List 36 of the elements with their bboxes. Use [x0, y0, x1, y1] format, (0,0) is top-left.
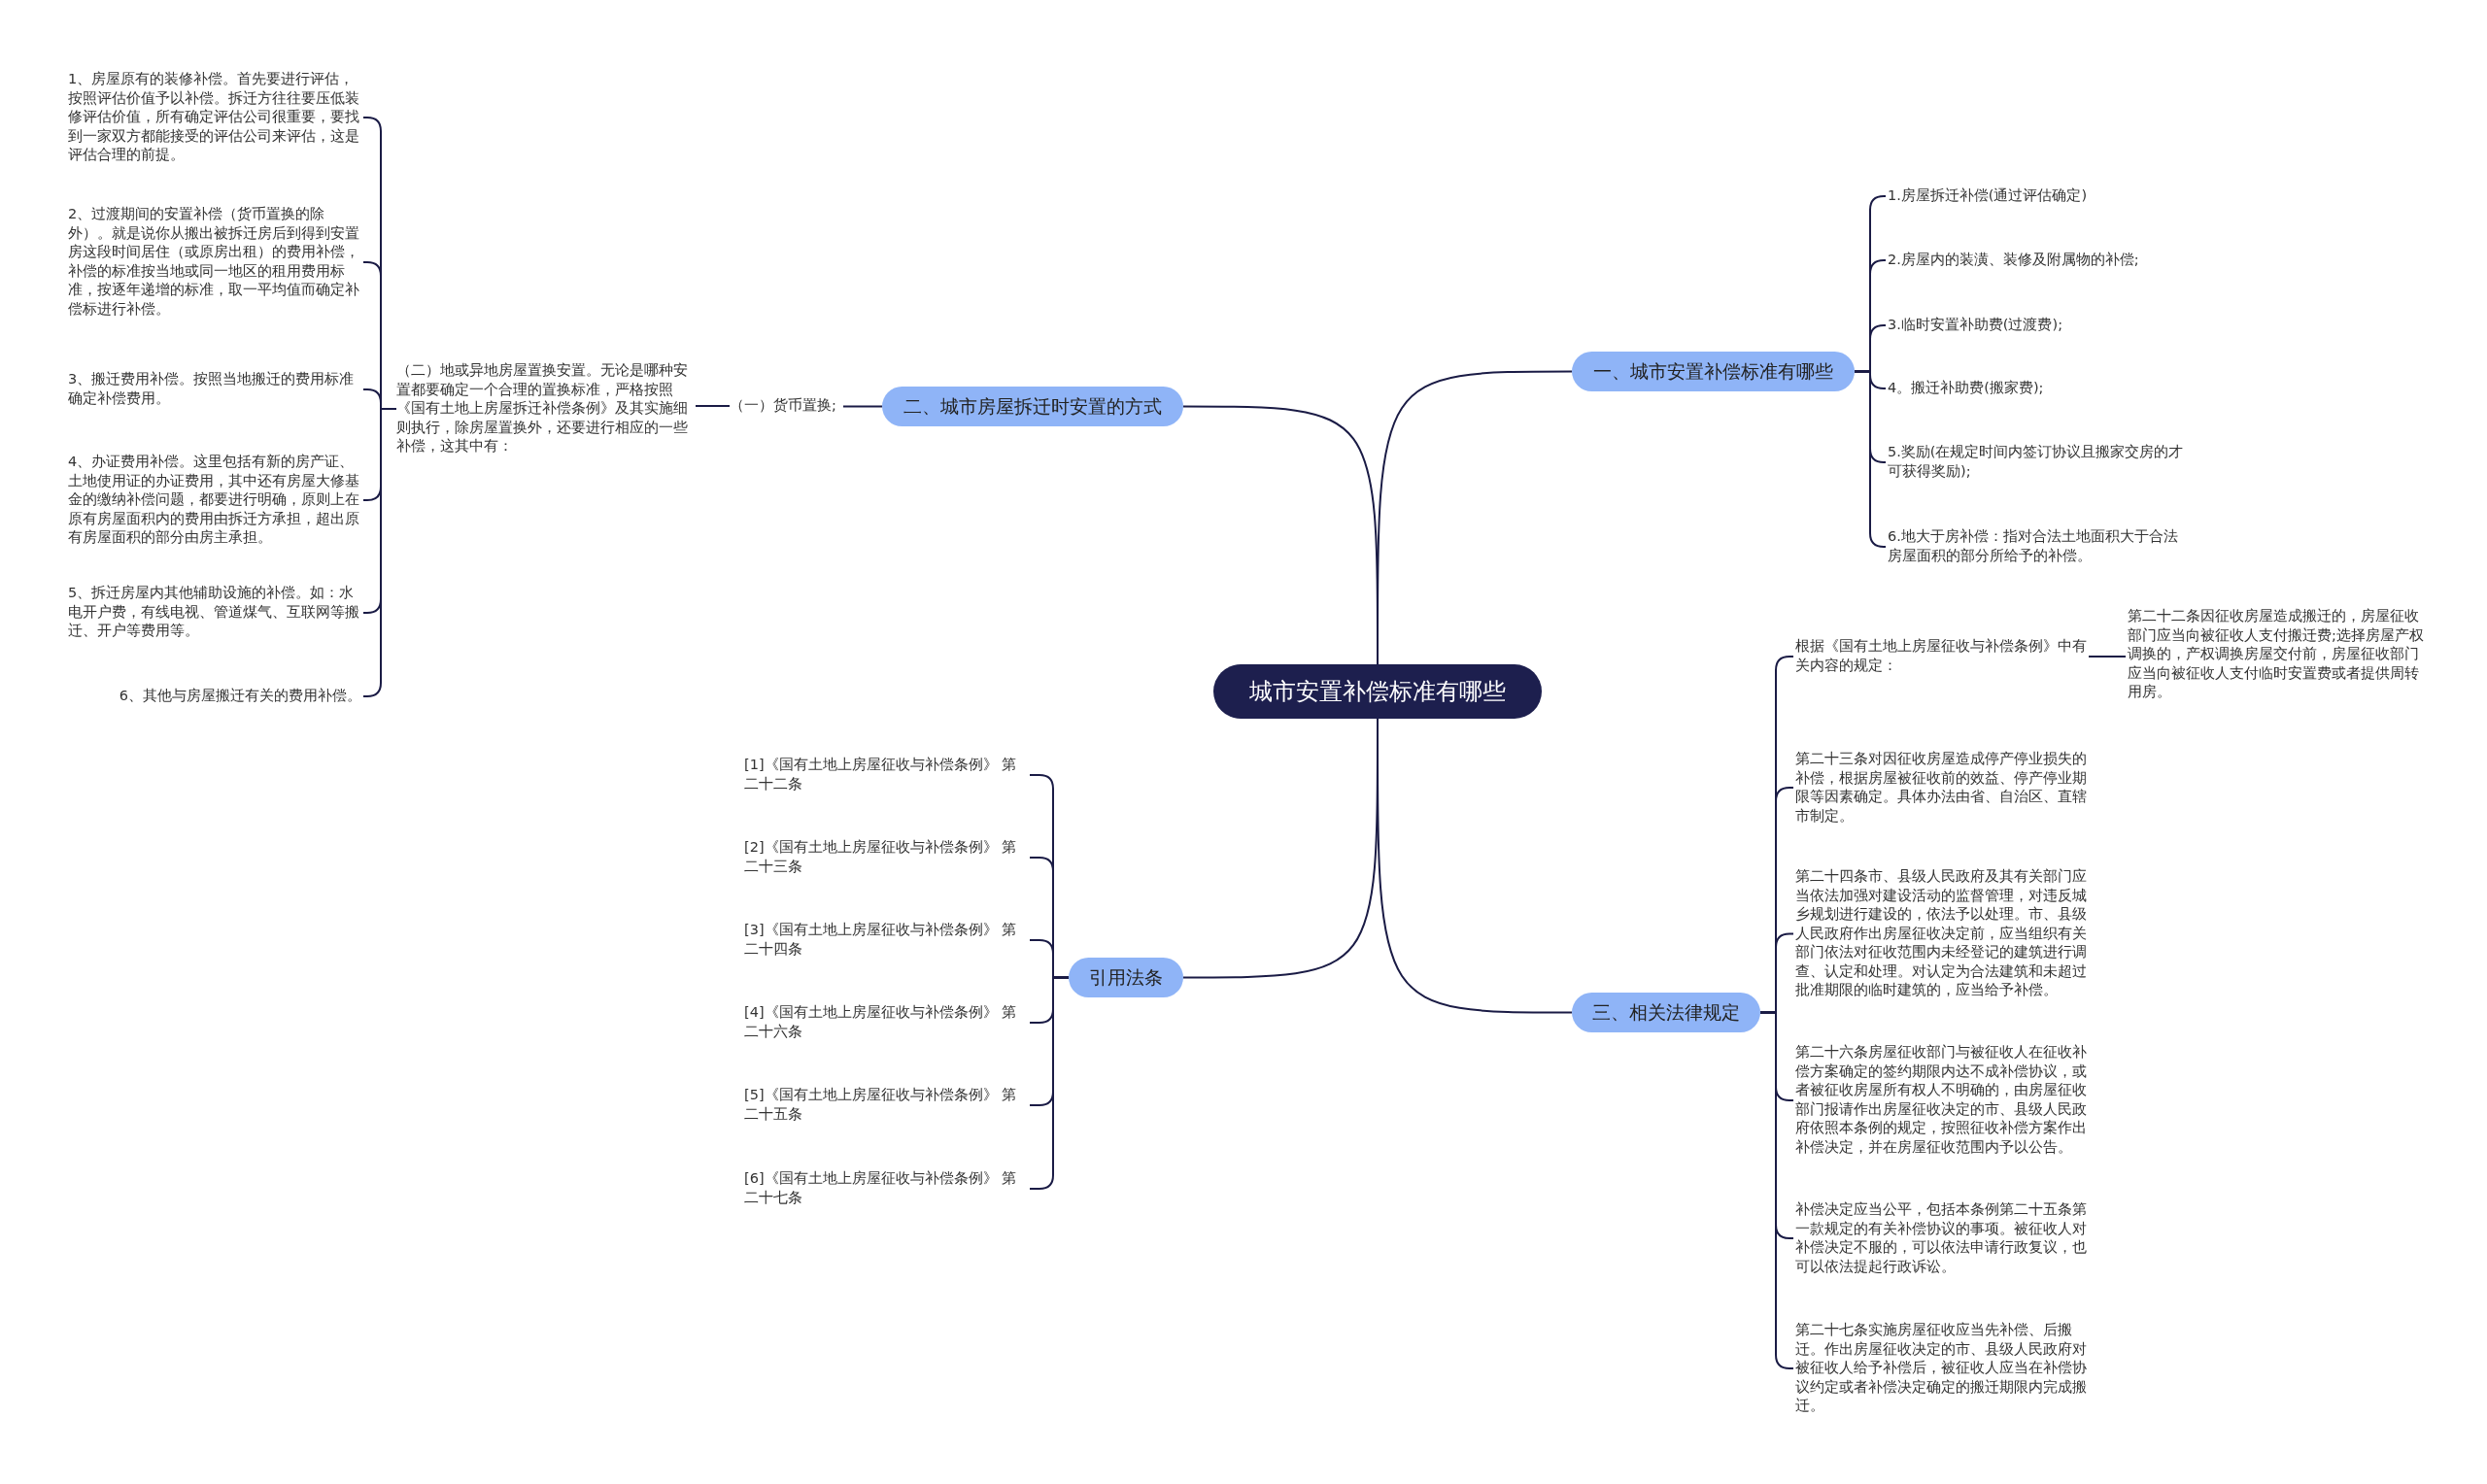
note-text: 第二十二条因征收房屋造成搬迁的，房屋征收部门应当向被征收人支付搬迁费;选择房屋产权调换的，产权调换房屋交付前，房屋征收部门应当向被征收人支付临时安置费或者提供周转用房。 — [2128, 607, 2425, 702]
note-text: 5、拆迁房屋内其他辅助设施的补偿。如：水电开户费，有线电视、管道煤气、互联网等搬迁、开户等费用等。 — [68, 584, 361, 642]
note-text: 4。搬迁补助费(搬家费); — [1888, 379, 2237, 398]
note-text: 5.奖励(在规定时间内签订协议且搬家交房的才可获得奖励); — [1888, 443, 2189, 482]
note-text: [1]《国有土地上房屋征收与补偿条例》 第二十二条 — [744, 756, 1028, 794]
topic-pill: 一、城市安置补偿标准有哪些 — [1572, 352, 1855, 391]
note-text: 4、办证费用补偿。这里包括有新的房产证、土地使用证的办证费用，其中还有房屋大修基金的缴纳补偿问题，都要进行明确，原则上在原有房屋面积内的费用由拆迁方承担，超出原有房屋面积的部分由房主承担。 — [68, 453, 361, 548]
note-text: 第二十四条市、县级人民政府及其有关部门应当依法加强对建设活动的监督管理，对违反城乡规划进行建设的，依法予以处理。市、县级人民政府作出房屋征收决定前，应当组织有关部门依法对征收范围内未经登记的建筑进行调查、认定和处理。对认定为合法建筑和未超过批准期限的临时建筑的，应当给予补偿。 — [1795, 867, 2089, 1000]
note-text: 2、过渡期间的安置补偿（货币置换的除外）。就是说你从搬出被拆迁房后到得到安置房这段时间居住（或原房出租）的费用补偿，补偿的标准按当地或同一地区的租用费用标准，按逐年递增的标准，取一平均值而确定补偿标进行补偿。 — [68, 205, 361, 320]
topic-pill: 二、城市房屋拆迁时安置的方式 — [882, 387, 1183, 426]
note-text: （一）货币置换; — [730, 396, 841, 416]
note-text: 补偿决定应当公平，包括本条例第二十五条第一款规定的有关补偿协议的事项。被征收人对补偿决定不服的，可以依法申请行政复议，也可以依法提起行政诉讼。 — [1795, 1200, 2089, 1276]
central-topic: 城市安置补偿标准有哪些 — [1213, 664, 1542, 719]
note-text: 2.房屋内的装潢、装修及附属物的补偿; — [1888, 251, 2237, 270]
note-text: [5]《国有土地上房屋征收与补偿条例》 第二十五条 — [744, 1086, 1028, 1125]
connector — [842, 405, 883, 408]
note-text: [4]《国有土地上房屋征收与补偿条例》 第二十六条 — [744, 1003, 1028, 1042]
connector — [2088, 656, 2127, 658]
note-text: 3.临时安置补助费(过渡费); — [1888, 316, 2237, 335]
note-text: [3]《国有土地上房屋征收与补偿条例》 第二十四条 — [744, 921, 1028, 960]
topic-pill: 引用法条 — [1069, 958, 1183, 997]
connector — [695, 405, 731, 407]
connector — [1854, 370, 1887, 548]
note-text: 第二十三条对因征收房屋造成停产停业损失的补偿，根据房屋被征收前的效益、停产停业期限等因素确定。具体办法由省、自治区、直辖市制定。 — [1795, 750, 2089, 826]
note-text: [2]《国有土地上房屋征收与补偿条例》 第二十三条 — [744, 838, 1028, 877]
topic-pill: 三、相关法律规定 — [1572, 993, 1760, 1032]
note-text: [6]《国有土地上房屋征收与补偿条例》 第二十七条 — [744, 1169, 1028, 1208]
note-text: 1.房屋拆迁补偿(通过评估确定) — [1888, 186, 2237, 206]
note-text: 6、其他与房屋搬迁有关的费用补偿。 — [68, 687, 361, 706]
note-text: 第二十六条房屋征收部门与被征收人在征收补偿方案确定的签约期限内达不成补偿协议，或者被征收房屋所有权人不明确的，由房屋征收部门报请作出房屋征收决定的市、县级人民政府依照本条例的规定，按照征收补偿方案作出补偿决定，并在房屋征收范围内予以公告。 — [1795, 1043, 2089, 1158]
note-text: 3、搬迁费用补偿。按照当地搬迁的费用标准确定补偿费用。 — [68, 370, 361, 409]
note-text: 1、房屋原有的装修补偿。首先要进行评估，按照评估价值予以补偿。拆迁方往往要压低装修评估价值，所有确定评估公司很重要，要找到一家双方都能接受的评估公司来评估，这是评估合理的前提。 — [68, 70, 361, 165]
note-text: 第二十七条实施房屋征收应当先补偿、后搬迁。作出房屋征收决定的市、县级人民政府对被征收人给予补偿后，被征收人应当在补偿协议约定或者补偿决定确定的搬迁期限内完成搬迁。 — [1795, 1321, 2089, 1416]
note-text: 根据《国有土地上房屋征收与补偿条例》中有关内容的规定： — [1795, 637, 2089, 676]
note-text: （二）地或异地房屋置换安置。无论是哪种安置都要确定一个合理的置换标准，严格按照《国有土地上房屋拆迁补偿条例》及其实施细则执行，除房屋置换外，还要进行相应的一些补偿，这其中有： — [396, 361, 694, 456]
note-text: 6.地大于房补偿：指对合法土地面积大于合法房屋面积的部分所给予的补偿。 — [1888, 527, 2189, 566]
